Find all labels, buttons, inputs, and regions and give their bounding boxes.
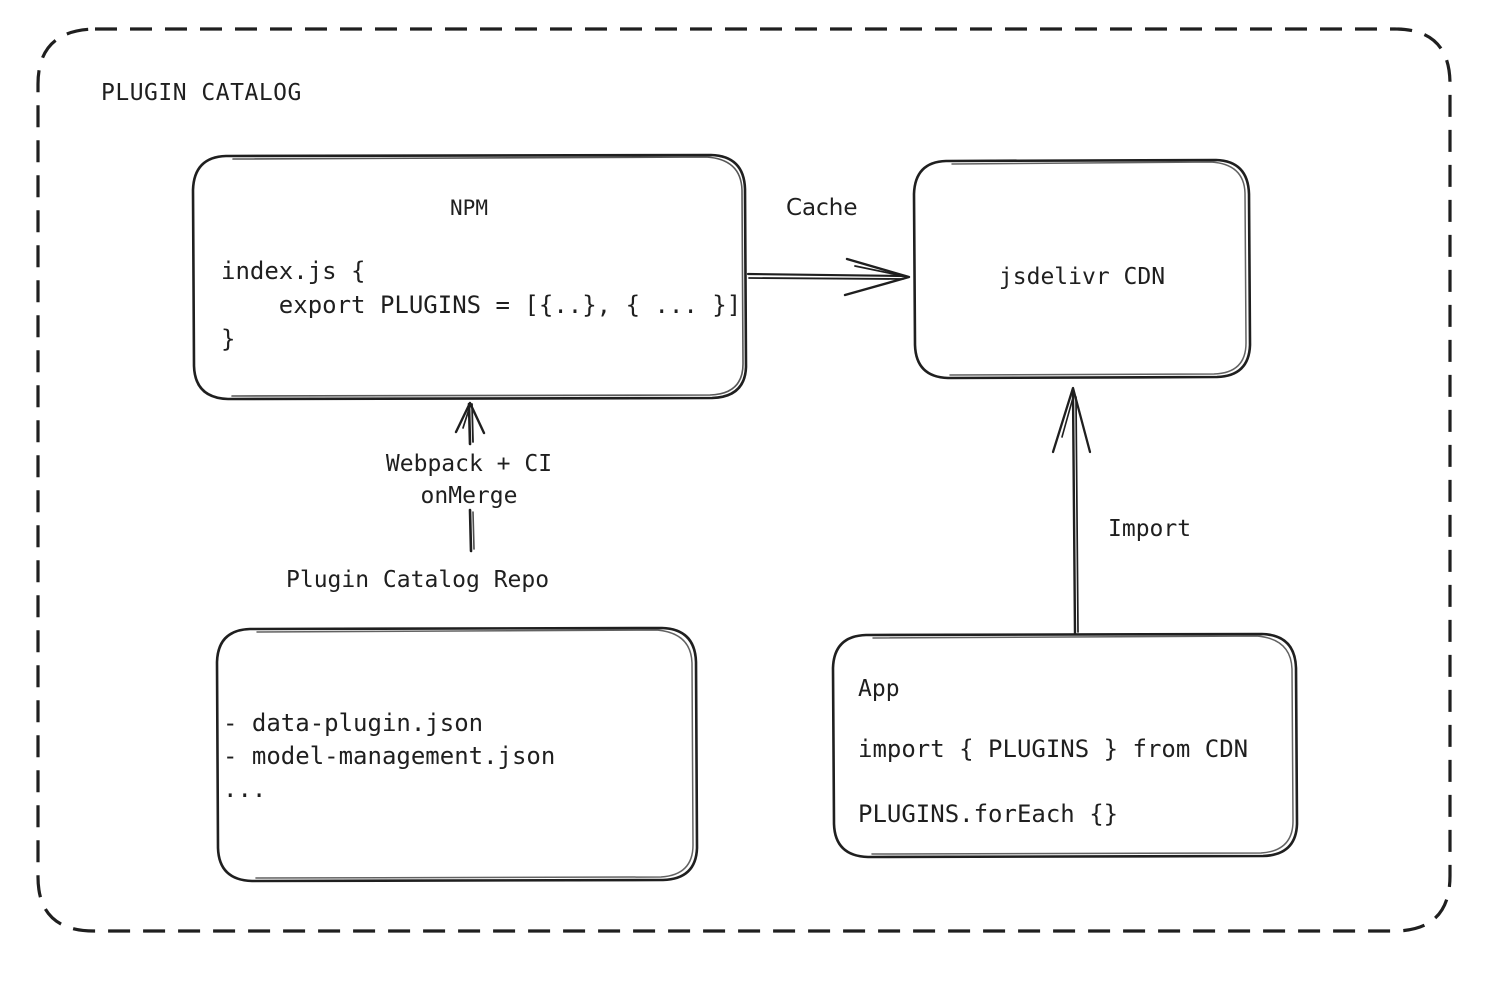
node-app-import-line: import { PLUGINS } from CDN [858,735,1249,763]
node-repo-caption: Plugin Catalog Repo [286,567,550,593]
edge-label-import: Import [1108,516,1192,542]
edge-app-to-cdn [1051,386,1092,636]
node-npm-title: NPM [450,196,488,220]
node-repo-file-list: - data-plugin.json - model-management.js… [223,709,556,803]
edge-label-webpack-ci: Webpack + CI onMerge [385,451,553,509]
plugin-catalog-container [36,27,1452,933]
node-app-title: App [858,676,900,702]
node-cdn-title: jsdelivr CDN [998,264,1166,290]
node-npm-code: index.js { export PLUGINS = [{..}, { ...… [221,257,742,353]
edge-repo-to-npm [454,401,486,553]
node-cdn-shape [912,158,1252,380]
node-app-shape [831,632,1299,859]
edge-label-cache: Cache [786,195,858,221]
node-app-foreach-line: PLUGINS.forEach {} [858,800,1119,828]
node-repo-shape [215,626,699,883]
page-title: PLUGIN CATALOG [101,80,302,106]
node-npm-shape [191,153,748,401]
edge-npm-to-cdn [746,257,911,297]
